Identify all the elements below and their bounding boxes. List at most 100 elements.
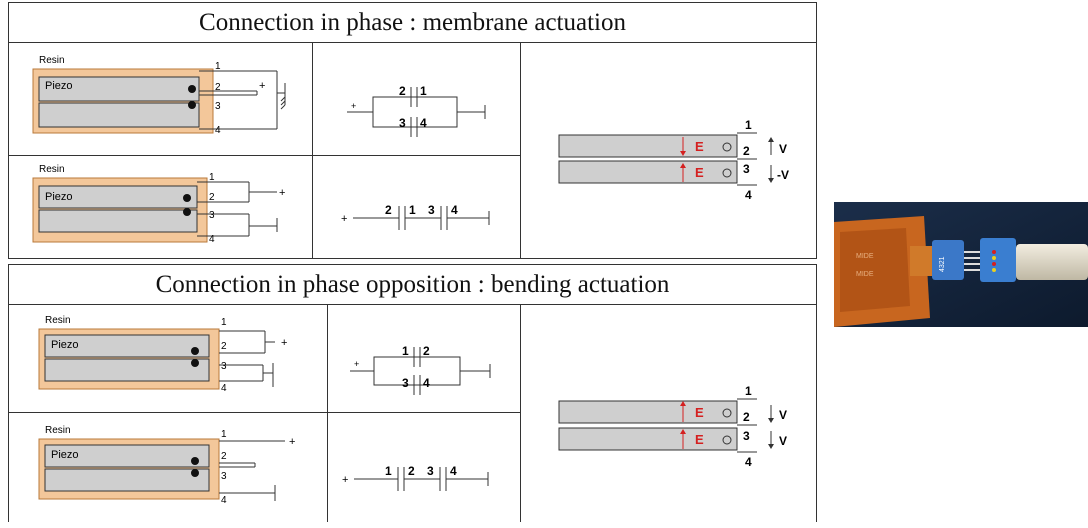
piezo-label: Piezo — [51, 449, 79, 461]
piezo-layer — [38, 185, 198, 209]
table-in-phase: Connection in phase : membrane actuation… — [8, 2, 817, 259]
connector-left — [932, 240, 964, 280]
resin-label: Resin — [45, 425, 71, 436]
piezo-connector-photo: MIDE MIDE 4321 — [834, 202, 1088, 327]
resin-label: Resin — [39, 164, 65, 175]
piezo-layer — [44, 358, 210, 382]
terminal-3: 3 — [221, 471, 227, 482]
piezo-layer — [44, 444, 210, 468]
terminal-1: 1 — [221, 317, 227, 328]
plus-sign: + — [341, 213, 347, 225]
node-label: 4 — [451, 203, 458, 217]
piezo-layer — [558, 160, 738, 184]
divider — [312, 43, 313, 258]
field-svg: E E 1 2 3 4 V V — [558, 384, 787, 469]
node-label: 2 — [408, 464, 415, 478]
piezo-layer — [558, 427, 738, 451]
voltage-label: V — [779, 434, 787, 448]
terminal-2: 2 — [209, 192, 215, 203]
piezo-layer — [38, 76, 200, 102]
piezo-label: Piezo — [45, 191, 73, 203]
terminal-4: 4 — [209, 234, 215, 245]
terminal-3: 3 — [221, 361, 227, 372]
voltage-label: V — [779, 142, 787, 156]
pin-numbers: 4321 — [939, 256, 946, 272]
terminal-4: 4 — [221, 383, 227, 394]
circuit-series-row2: + 1 2 3 4 — [328, 413, 520, 523]
electrode-dot — [188, 85, 196, 93]
cable — [1016, 244, 1088, 280]
node-label: 4 — [745, 188, 752, 202]
circuit-svg: + 2 1 3 4 — [341, 203, 490, 230]
piezo-layer — [44, 334, 210, 358]
plus-sign: + — [342, 474, 348, 486]
piezo-wiring-row2: Resin Piezo 1 2 3 4 + — [9, 413, 327, 523]
terminal-1: 1 — [221, 429, 227, 440]
node-label: 1 — [385, 464, 392, 478]
node-label: 2 — [385, 203, 392, 217]
node-label: 1 — [745, 118, 752, 132]
node-label: 1 — [409, 203, 416, 217]
terminal-4: 4 — [221, 495, 227, 506]
node-label: 3 — [428, 203, 435, 217]
terminal-2: 2 — [215, 82, 221, 93]
piezo-layer — [38, 102, 200, 128]
field-diagram: E E 1 2 3 4 V -V — [521, 43, 817, 260]
section-title: Connection in phase : membrane actuation — [9, 3, 816, 43]
node-label: 4 — [423, 376, 430, 390]
piezo-wiring-svg: Resin Piezo 1 2 3 4 + — [38, 425, 295, 506]
table-phase-opposition: Connection in phase opposition : bending… — [8, 264, 817, 522]
terminal-2: 2 — [221, 451, 227, 462]
piezo-wiring-row2: Resin Piezo 1 2 3 4 + — [9, 156, 312, 260]
divider — [520, 305, 521, 522]
node-label: 4 — [745, 455, 752, 469]
circuit-svg: + 2 1 3 4 — [347, 84, 486, 137]
node-label: 2 — [399, 84, 406, 98]
piezo-wiring-row1: Resin Piezo 1 2 3 4 + — [9, 305, 327, 412]
plus-sign: + — [281, 337, 287, 349]
circuit-parallel-row1: + 1 2 3 4 — [328, 305, 520, 412]
terminal-4: 4 — [215, 125, 221, 136]
piezo-label: Piezo — [51, 339, 79, 351]
node-label: 3 — [402, 376, 409, 390]
piezo-layer — [44, 468, 210, 492]
circuit-parallel-row1: + 2 1 3 4 — [313, 43, 520, 155]
divider — [9, 155, 520, 156]
circuit-svg: + 1 2 3 4 — [342, 464, 489, 491]
photo-svg: MIDE MIDE 4321 — [834, 202, 1088, 327]
node-label: 1 — [420, 84, 427, 98]
node-label: 3 — [743, 429, 750, 443]
node-label: 4 — [420, 116, 427, 130]
piezo-layer — [558, 400, 738, 424]
plus-sign: + — [351, 101, 356, 111]
node-label: 2 — [743, 144, 750, 158]
field-diagram: E E 1 2 3 4 V V — [521, 305, 817, 523]
node-label: 2 — [743, 410, 750, 424]
plus-sign: + — [289, 436, 295, 448]
field-svg: E E 1 2 3 4 V -V — [558, 118, 789, 202]
terminal-1: 1 — [209, 172, 215, 183]
field-label: E — [695, 432, 704, 447]
voltage-label: -V — [777, 168, 789, 182]
terminal-3: 3 — [209, 210, 215, 221]
piezo-wiring-svg: Resin Piezo 1 2 3 4 + — [38, 315, 287, 394]
in-phase-grid: Resin Piezo 1 2 3 — [9, 43, 816, 258]
mide-label: MIDE — [856, 271, 874, 278]
node-label: 1 — [402, 344, 409, 358]
electrode-dot — [188, 101, 196, 109]
resin-label: Resin — [39, 55, 65, 66]
piezo-label: Piezo — [45, 80, 73, 92]
divider — [520, 43, 521, 258]
section-title: Connection in phase opposition : bending… — [9, 265, 816, 305]
piezo-wiring-svg: Resin Piezo 1 2 3 4 + — [32, 164, 285, 245]
opposition-grid: Resin Piezo 1 2 3 4 + — [9, 305, 816, 522]
plus-sign: + — [279, 187, 285, 199]
terminal-3: 3 — [215, 101, 221, 112]
piezo-layer — [38, 209, 198, 233]
connector-right — [980, 238, 1016, 282]
mide-label: MIDE — [856, 253, 874, 260]
terminal-2: 2 — [221, 341, 227, 352]
field-label: E — [695, 165, 704, 180]
plus-sign: + — [354, 359, 359, 369]
resin-label: Resin — [45, 315, 71, 326]
